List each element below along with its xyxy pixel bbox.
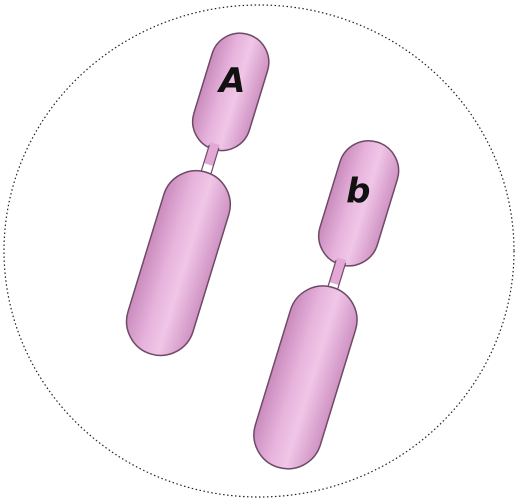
chromosome-b: b (245, 132, 409, 477)
chromosome-a-lower-arm (118, 162, 239, 364)
chromosome-b-lower-arm (245, 278, 365, 478)
gene-label-a: A (216, 61, 245, 101)
chromosome-a: A (118, 25, 281, 364)
gene-label-b: b (346, 172, 370, 212)
